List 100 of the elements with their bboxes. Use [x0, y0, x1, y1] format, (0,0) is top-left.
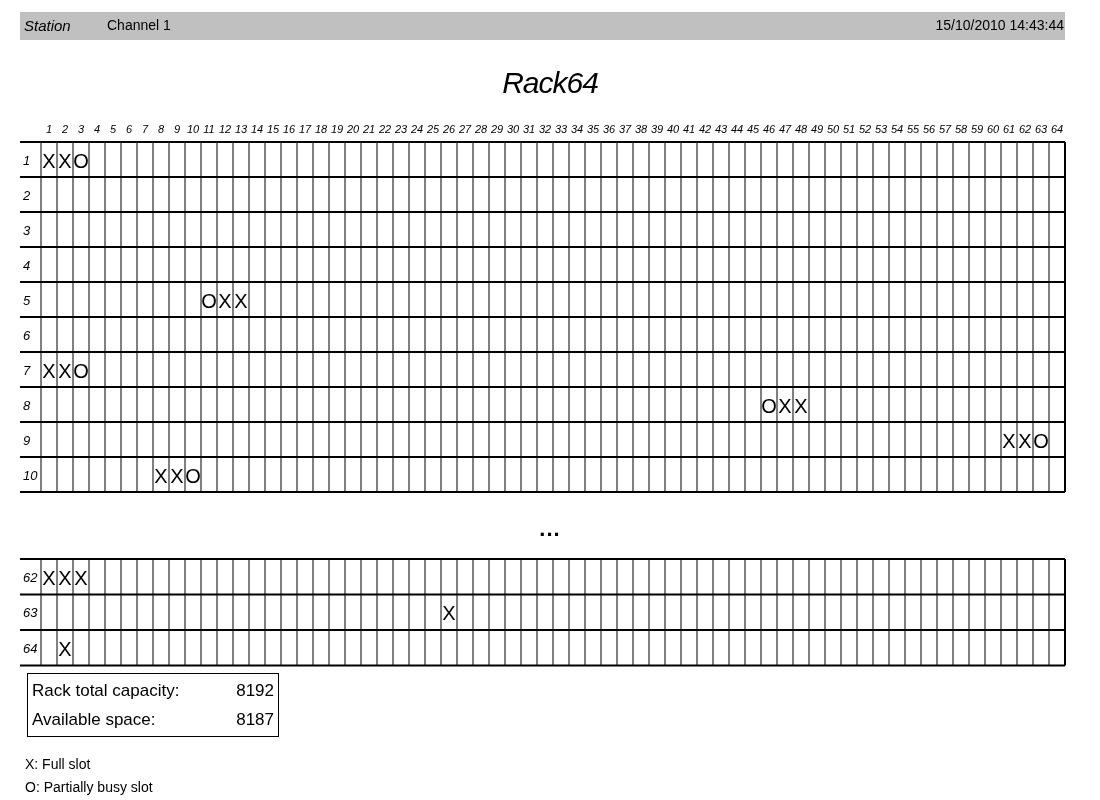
- column-number: 52: [857, 124, 873, 135]
- column-number: 62: [1017, 124, 1033, 135]
- column-number: 61: [1001, 124, 1017, 135]
- column-number: 50: [825, 124, 841, 135]
- slot-mark: X: [73, 567, 89, 588]
- slot-mark: X: [217, 290, 233, 311]
- column-number: 63: [1033, 124, 1049, 135]
- column-number: 35: [585, 124, 601, 135]
- column-number: 19: [329, 124, 345, 135]
- slot-mark: O: [73, 360, 89, 381]
- column-number: 56: [921, 124, 937, 135]
- column-number: 57: [937, 124, 953, 135]
- column-number: 3: [76, 124, 86, 135]
- slot-mark: X: [41, 360, 57, 381]
- column-number: 37: [617, 124, 633, 135]
- column-number: 22: [377, 124, 393, 135]
- row-number: 10: [23, 468, 38, 482]
- column-number: 45: [745, 124, 761, 135]
- column-number: 32: [537, 124, 553, 135]
- slot-mark: X: [57, 150, 73, 171]
- legend-entry: O: Partially busy slot: [25, 780, 153, 794]
- row-number: 63: [23, 606, 38, 620]
- column-number: 9: [172, 124, 182, 135]
- column-number: 14: [249, 124, 265, 135]
- column-number: 7: [140, 124, 150, 135]
- column-number: 40: [665, 124, 681, 135]
- column-number: 18: [313, 124, 329, 135]
- title: Rack64: [501, 68, 599, 98]
- slot-mark: O: [201, 290, 217, 311]
- column-number: 29: [489, 124, 505, 135]
- slot-mark: X: [1001, 430, 1017, 451]
- column-number: 39: [649, 124, 665, 135]
- column-number: 6: [124, 124, 134, 135]
- row-number: 6: [23, 328, 31, 342]
- slot-mark: X: [153, 465, 169, 486]
- column-number: 21: [361, 124, 377, 135]
- slot-mark: X: [57, 360, 73, 381]
- ellipsis: ...: [538, 518, 562, 540]
- summary-label: Rack total capacity:: [32, 682, 180, 699]
- column-number: 16: [281, 124, 297, 135]
- column-number: 1: [44, 124, 54, 135]
- summary-value: 8187: [236, 711, 274, 728]
- column-number: 15: [265, 124, 281, 135]
- slot-mark: X: [1017, 430, 1033, 451]
- column-number: 31: [521, 124, 537, 135]
- column-number: 42: [697, 124, 713, 135]
- column-number: 24: [409, 124, 425, 135]
- timestamp: 15/10/2010 14:43:44: [935, 18, 1064, 32]
- slot-mark: X: [57, 638, 73, 659]
- legend-entry: X: Full slot: [25, 757, 91, 771]
- column-number: 51: [841, 124, 857, 135]
- column-number: 13: [233, 124, 249, 135]
- slot-mark: O: [1033, 430, 1049, 451]
- row-number: 9: [23, 433, 31, 447]
- slot-mark: X: [169, 465, 185, 486]
- column-number: 48: [793, 124, 809, 135]
- column-number: 33: [553, 124, 569, 135]
- column-number: 2: [60, 124, 70, 135]
- column-number: 58: [953, 124, 969, 135]
- column-number: 53: [873, 124, 889, 135]
- slot-mark: O: [761, 395, 777, 416]
- column-number: 10: [185, 124, 201, 135]
- column-number: 28: [473, 124, 489, 135]
- column-number: 64: [1049, 124, 1065, 135]
- column-number: 23: [393, 124, 409, 135]
- column-number: 46: [761, 124, 777, 135]
- slot-mark: X: [41, 150, 57, 171]
- slot-mark: O: [185, 465, 201, 486]
- column-number: 20: [345, 124, 361, 135]
- column-number: 54: [889, 124, 905, 135]
- column-number: 4: [92, 124, 102, 135]
- column-number: 47: [777, 124, 793, 135]
- row-number: 64: [23, 641, 38, 655]
- station-label: Station: [24, 18, 71, 33]
- slot-mark: X: [793, 395, 809, 416]
- column-number: 17: [297, 124, 313, 135]
- column-number: 11: [202, 124, 216, 135]
- slot-mark: O: [73, 150, 89, 171]
- summary-label: Available space:: [32, 711, 156, 728]
- row-number: 5: [23, 293, 31, 307]
- slot-mark: X: [441, 603, 457, 624]
- column-number: 27: [457, 124, 473, 135]
- row-number: 8: [23, 398, 31, 412]
- column-number: 36: [601, 124, 617, 135]
- column-number: 5: [108, 124, 118, 135]
- column-number: 34: [569, 124, 585, 135]
- column-number: 25: [425, 124, 441, 135]
- summary-value: 8192: [236, 682, 274, 699]
- slot-mark: X: [777, 395, 793, 416]
- row-number: 2: [23, 188, 31, 202]
- column-number: 55: [905, 124, 921, 135]
- row-number: 62: [23, 570, 38, 584]
- column-number: 38: [633, 124, 649, 135]
- column-number: 26: [441, 124, 457, 135]
- slot-mark: X: [233, 290, 249, 311]
- row-number: 3: [23, 223, 31, 237]
- column-number: 60: [985, 124, 1001, 135]
- row-number: 1: [23, 153, 31, 167]
- column-number: 41: [681, 124, 697, 135]
- column-number: 8: [156, 124, 166, 135]
